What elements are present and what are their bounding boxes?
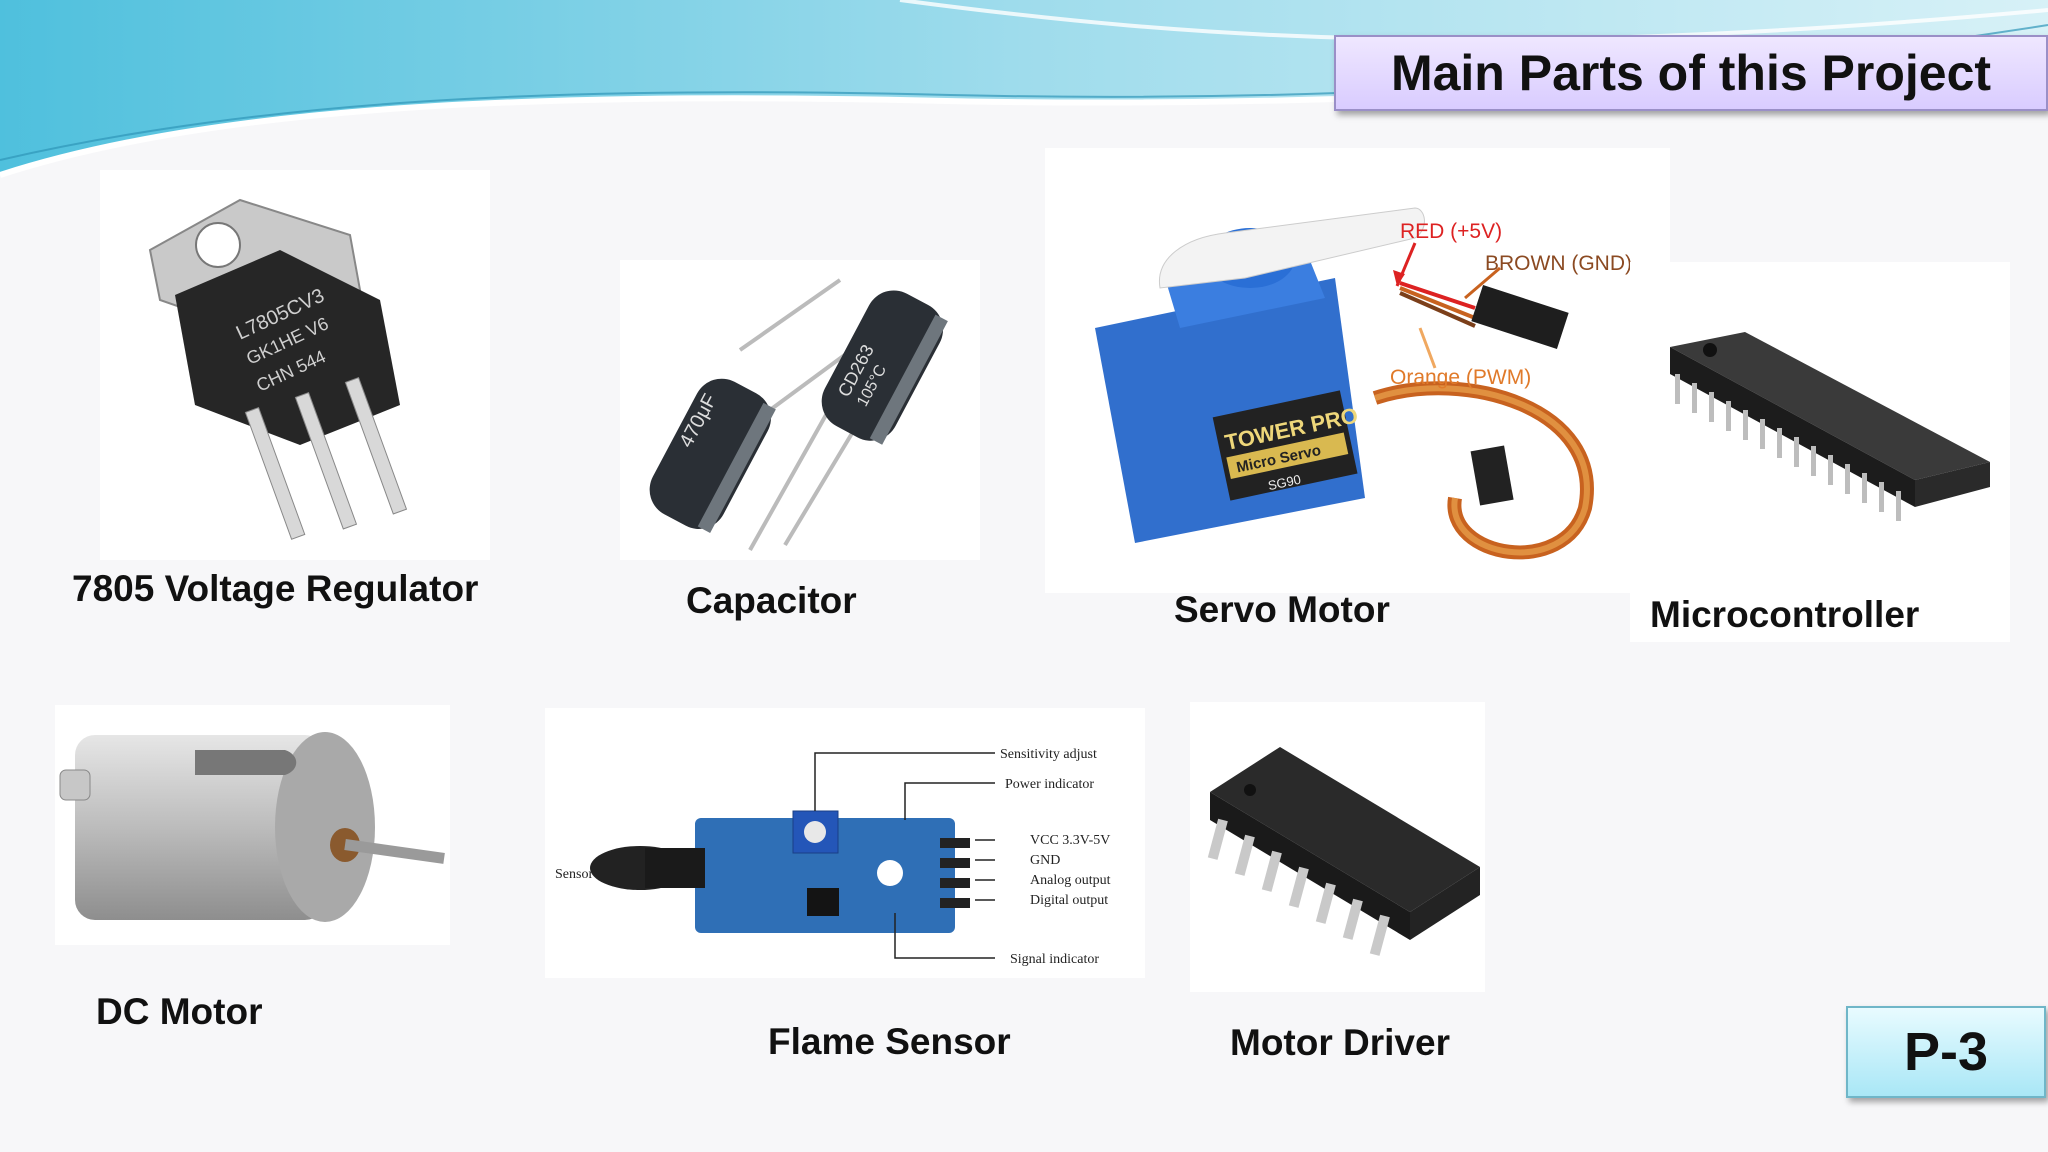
capacitor-image: 470μF CD263 105°C — [620, 260, 980, 560]
label-flame-sensor: Flame Sensor — [768, 1021, 1011, 1062]
callout-gnd: GND — [1030, 853, 1060, 868]
voltage-regulator-image: L7805CV3 GK1HE V6 CHN 544 — [100, 170, 490, 560]
dc-motor-image — [55, 705, 450, 945]
callout-vcc: VCC 3.3V-5V — [1030, 833, 1110, 848]
label-microcontroller: Microcontroller — [1650, 594, 1920, 635]
title-banner: Main Parts of this Project — [1334, 35, 2048, 111]
microcontroller-image — [1630, 262, 2010, 642]
label-voltage-regulator: 7805 Voltage Regulator — [72, 568, 479, 609]
label-servo-motor: Servo Motor — [1174, 589, 1390, 630]
callout-signal: Signal indicator — [1010, 952, 1099, 967]
label-motor-driver: Motor Driver — [1230, 1022, 1450, 1063]
servo-sub-model: SG90 — [1267, 472, 1303, 494]
servo-brown-annotation: BROWN (GND) — [1485, 252, 1632, 275]
servo-motor-image: TOWER PRO Micro Servo SG90 RED (+5V) BRO… — [1045, 148, 1670, 593]
servo-red-annotation: RED (+5V) — [1400, 220, 1502, 243]
label-dc-motor: DC Motor — [96, 991, 263, 1032]
callout-digital: Digital output — [1030, 893, 1108, 908]
flame-sensor-image: Sensitivity adjust Power indicator VCC 3… — [545, 708, 1145, 978]
callout-sensor: Sensor — [555, 867, 593, 882]
motor-driver-image — [1190, 702, 1485, 992]
page-title: Main Parts of this Project — [1390, 45, 1992, 101]
callout-power: Power indicator — [1005, 777, 1094, 792]
label-capacitor: Capacitor — [686, 580, 857, 621]
callout-analog: Analog output — [1030, 873, 1111, 888]
page-number-badge: P-3 — [1846, 1006, 2046, 1098]
page-number: P-3 — [1903, 1022, 1989, 1082]
callout-sensitivity: Sensitivity adjust — [1000, 747, 1097, 762]
servo-orange-annotation: Orange (PWM) — [1390, 366, 1531, 389]
